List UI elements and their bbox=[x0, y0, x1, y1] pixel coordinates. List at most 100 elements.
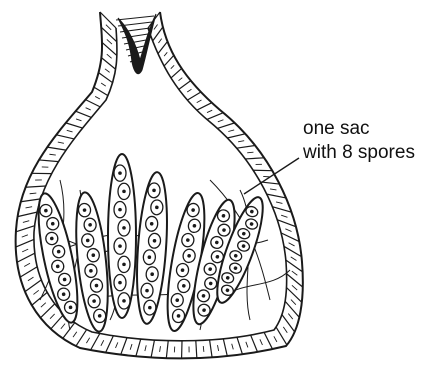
wall-cell-divider bbox=[101, 27, 117, 42]
wall-cell-mark bbox=[101, 340, 104, 346]
wall-cell-mark bbox=[238, 141, 244, 142]
wall-cell-mark bbox=[145, 345, 146, 351]
wall-cell-mark bbox=[86, 108, 91, 110]
wall-cell-divider bbox=[16, 239, 34, 247]
wall-cell-divider bbox=[272, 207, 291, 212]
annotation-line-2: with 8 spores bbox=[303, 142, 415, 164]
wall-cell-divider bbox=[91, 334, 100, 350]
ascospore-nucleus bbox=[118, 208, 122, 212]
wall-cell-mark bbox=[291, 300, 296, 305]
asci-group bbox=[31, 154, 272, 333]
wall-cell-mark bbox=[24, 263, 30, 266]
wall-cell-divider bbox=[100, 12, 116, 28]
ascospore-nucleus bbox=[122, 263, 126, 267]
wall-cell-mark bbox=[289, 243, 295, 246]
wall-cell-mark bbox=[28, 277, 34, 281]
ascus-sac bbox=[133, 171, 172, 325]
wall-cell-mark bbox=[232, 344, 234, 350]
wall-cell-mark bbox=[187, 89, 191, 92]
wall-cell-divider bbox=[76, 330, 87, 346]
wall-cell-divider bbox=[66, 123, 83, 128]
wall-cell-divider bbox=[47, 147, 66, 150]
ascospore-nucleus bbox=[122, 190, 126, 194]
wall-cell-divider bbox=[166, 341, 168, 358]
wall-cell-divider bbox=[76, 111, 92, 117]
wall-cell-divider bbox=[26, 186, 46, 187]
wall-cell-divider bbox=[281, 233, 299, 242]
wall-cell-mark bbox=[207, 110, 212, 112]
ascus-sac bbox=[108, 154, 136, 318]
wall-cell-divider bbox=[237, 337, 242, 354]
wall-cell-divider bbox=[277, 220, 296, 227]
wall-cell-mark bbox=[292, 285, 297, 290]
wall-cell-mark bbox=[283, 327, 287, 333]
wall-cell-divider bbox=[39, 160, 58, 162]
wall-cell-divider bbox=[17, 253, 35, 262]
wall-cell-mark bbox=[67, 130, 73, 132]
wall-cell-divider bbox=[16, 226, 35, 232]
annotation-line-1: one sac bbox=[303, 118, 370, 140]
wall-cell-mark bbox=[218, 120, 224, 122]
wall-cell-mark bbox=[260, 339, 263, 345]
wall-cell-divider bbox=[286, 288, 301, 303]
wall-cell-mark bbox=[274, 336, 277, 342]
wall-cell-mark bbox=[270, 189, 276, 190]
wall-cell-divider bbox=[121, 338, 127, 355]
wall-cell-mark bbox=[106, 25, 111, 30]
wall-cell-divider bbox=[94, 87, 108, 95]
wall-cell-divider bbox=[285, 301, 299, 317]
wall-cell-divider bbox=[20, 267, 37, 277]
wall-cell-divider bbox=[151, 340, 154, 357]
wall-cell-mark bbox=[58, 142, 64, 143]
wall-cell-mark bbox=[50, 314, 55, 319]
wall-cell-divider bbox=[237, 145, 255, 148]
wall-cell-mark bbox=[95, 96, 100, 99]
wall-cell-mark bbox=[228, 130, 234, 132]
wall-cell-mark bbox=[158, 39, 161, 43]
wall-cell-mark bbox=[292, 271, 298, 275]
ascospore-nucleus bbox=[118, 244, 122, 248]
wall-cell-mark bbox=[22, 235, 28, 237]
wall-cell-mark bbox=[291, 257, 297, 261]
wall-cell-divider bbox=[102, 42, 117, 55]
wall-cell-divider bbox=[164, 55, 174, 66]
wall-cell-mark bbox=[171, 65, 174, 68]
wall-cell-divider bbox=[282, 315, 295, 332]
wall-cell-mark bbox=[154, 25, 158, 30]
wall-cell-divider bbox=[284, 246, 302, 256]
wall-cell-mark bbox=[276, 202, 282, 204]
wall-cell-divider bbox=[101, 58, 115, 70]
wall-cell-divider bbox=[287, 274, 303, 287]
ascospore-nucleus bbox=[122, 299, 126, 303]
wall-cell-divider bbox=[217, 123, 234, 129]
label-leader-line bbox=[244, 158, 299, 194]
wall-cell-mark bbox=[285, 229, 291, 232]
wall-cell-divider bbox=[187, 92, 201, 100]
wall-cell-divider bbox=[136, 339, 141, 356]
wall-cell-divider bbox=[86, 100, 101, 107]
wall-cell-mark bbox=[86, 338, 89, 343]
wall-cell-mark bbox=[203, 346, 204, 352]
wall-cell-divider bbox=[264, 332, 272, 349]
wall-cell-mark bbox=[288, 314, 292, 320]
wall-cell-mark bbox=[61, 324, 65, 329]
wall-cell-mark bbox=[76, 119, 81, 121]
wall-cell-divider bbox=[197, 103, 212, 110]
wall-cell-mark bbox=[107, 39, 112, 44]
wall-cell-divider bbox=[196, 341, 197, 358]
wall-cell-divider bbox=[106, 336, 114, 353]
ostiole-dark-center bbox=[118, 14, 156, 74]
wall-cell-mark bbox=[197, 100, 202, 103]
ascospore-nucleus bbox=[122, 226, 126, 230]
wall-cell-mark bbox=[246, 342, 248, 348]
wall-cell-mark bbox=[22, 249, 28, 252]
wall-cell-mark bbox=[49, 154, 55, 155]
ascospore-nucleus bbox=[118, 171, 122, 175]
wall-cell-divider bbox=[99, 73, 113, 83]
wall-cell-divider bbox=[158, 42, 167, 54]
wall-cell-mark bbox=[247, 152, 253, 153]
wall-cell-mark bbox=[281, 215, 287, 217]
ascospore-nucleus bbox=[118, 281, 122, 285]
wall-cell-mark bbox=[160, 346, 161, 352]
